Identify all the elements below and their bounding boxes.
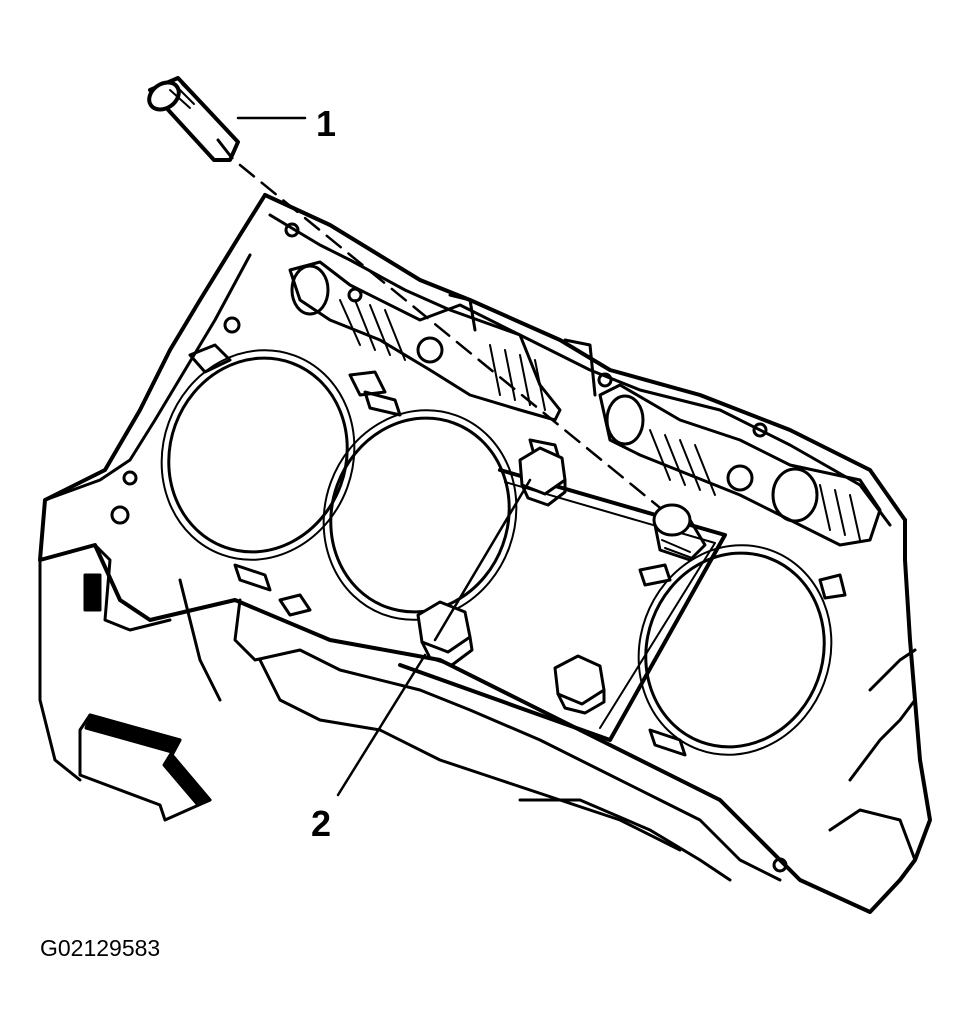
lifter-valley <box>288 260 882 547</box>
leader-line-2 <box>336 478 532 797</box>
cylinder-bore-3 <box>644 551 826 749</box>
cylinder-bores <box>160 222 847 757</box>
engine-block-deck <box>38 193 932 914</box>
front-direction-arrow-icon <box>78 713 212 822</box>
plate-fixture <box>398 468 727 742</box>
callout-number-2: 2 <box>311 803 332 844</box>
cylinder-bore-1 <box>167 356 349 554</box>
stud-icon <box>147 76 677 522</box>
cylinder-bore-2 <box>329 416 511 614</box>
callout-number-1: 1 <box>316 103 337 144</box>
figure-id: G02129583 <box>40 935 161 961</box>
